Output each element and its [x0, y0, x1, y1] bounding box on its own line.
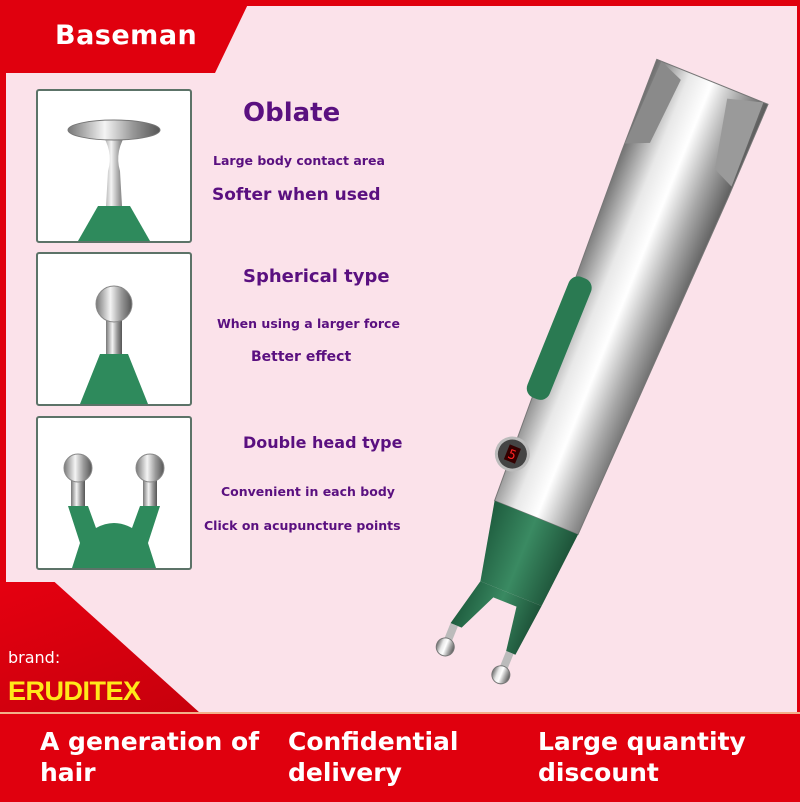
oblate-head-image	[36, 89, 192, 243]
double-head-image	[36, 416, 192, 570]
feature-line: Convenient in each body	[221, 484, 395, 499]
brand-name: ERUDITEX	[8, 676, 141, 706]
feature-line: Softer when used	[212, 185, 381, 205]
perk-text: A generation of hair	[40, 727, 260, 787]
feature-line: When using a larger force	[217, 316, 400, 331]
spherical-head-image	[36, 252, 192, 406]
feature-line: Large body contact area	[213, 153, 385, 168]
control-buttons	[526, 276, 592, 400]
feature-title: Double head type	[243, 433, 403, 452]
feature-title: Spherical type	[243, 266, 390, 287]
frame-left	[0, 0, 6, 800]
feature-title: Oblate	[243, 98, 341, 128]
frame-right	[797, 0, 800, 800]
top-banner	[0, 0, 250, 73]
perk-text: Confidential delivery	[288, 727, 459, 787]
feature-line: Click on acupuncture points	[204, 518, 401, 533]
bottom-banner	[0, 712, 800, 802]
feature-line: Better effect	[251, 349, 352, 365]
frame-top	[0, 0, 800, 6]
brand-label: brand:	[8, 648, 61, 667]
store-name: Baseman	[55, 20, 198, 51]
perk-text: Large quantity discount	[538, 727, 746, 787]
